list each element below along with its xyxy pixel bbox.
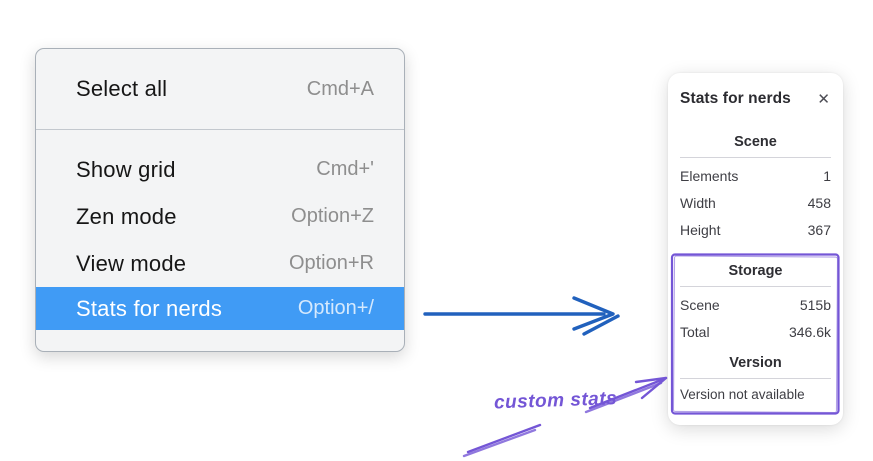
section-heading: Storage — [728, 263, 783, 279]
menu-item-label: Stats for nerds — [76, 295, 223, 321]
menu-divider — [36, 129, 404, 130]
stat-label: Elements — [680, 167, 739, 184]
menu-item-label: Show grid — [76, 156, 176, 182]
stat-value: 1 — [823, 167, 831, 184]
stats-section-storage: Storage Scene 515b Total 346.6k — [680, 260, 831, 345]
stat-label: Width — [680, 194, 716, 211]
menu-item-shortcut: Option+Z — [291, 205, 374, 227]
section-heading: Scene — [734, 134, 777, 150]
stat-label: Total — [680, 323, 710, 340]
section-heading: Version — [729, 355, 782, 371]
menu-item-shortcut: Option+R — [288, 252, 374, 274]
menu-item-shortcut: Option+/ — [297, 297, 374, 319]
annotation-label: custom stats — [493, 388, 618, 414]
menu-item-label: Zen mode — [76, 203, 177, 229]
menu-item-label: Select all — [76, 76, 168, 101]
flow-arrow-icon — [423, 296, 620, 336]
menu-item-shortcut: Cmd+A — [306, 77, 374, 100]
menu-item-show-grid[interactable]: Show grid Cmd+' — [36, 146, 404, 193]
stats-panel-title: Stats for nerds — [680, 90, 791, 107]
stat-row-elements: Elements 1 — [680, 162, 831, 189]
stats-panel-header: Stats for nerds ✕ — [680, 85, 831, 113]
section-divider — [680, 157, 831, 158]
menu-item-label: View mode — [76, 250, 187, 276]
stat-value: 367 — [807, 221, 831, 238]
stat-label: Height — [680, 221, 721, 238]
close-icon[interactable]: ✕ — [817, 90, 830, 108]
menu-item-view-mode[interactable]: View mode Option+R — [36, 240, 404, 287]
stat-value: 346.6k — [788, 323, 831, 340]
stat-row-total-storage: Total 346.6k — [680, 318, 831, 345]
menu-group-top: Select all Cmd+A — [36, 49, 404, 129]
stat-row-scene-storage: Scene 515b — [680, 291, 831, 318]
context-menu: Select all Cmd+A Show grid Cmd+' Zen mod… — [35, 48, 405, 352]
menu-item-shortcut: Cmd+' — [316, 158, 374, 180]
version-note: Version not available — [680, 387, 805, 402]
stats-section-scene: Scene Elements 1 Width 458 Height 367 — [680, 131, 831, 243]
stat-value: 458 — [807, 194, 831, 211]
stats-section-version: Version Version not available — [680, 352, 831, 402]
stat-row-height: Height 367 — [680, 216, 831, 243]
menu-item-stats-for-nerds[interactable]: Stats for nerds Option+/ — [36, 287, 404, 330]
stat-label: Scene — [680, 296, 720, 313]
stat-value: 515b — [799, 296, 831, 313]
stats-panel: Stats for nerds ✕ Scene Elements 1 Width… — [668, 73, 843, 425]
menu-group-bottom: Show grid Cmd+' Zen mode Option+Z View m… — [36, 130, 404, 330]
menu-item-zen-mode[interactable]: Zen mode Option+Z — [36, 193, 404, 240]
menu-item-select-all[interactable]: Select all Cmd+A — [36, 66, 404, 113]
stat-row-width: Width 458 — [680, 189, 831, 216]
